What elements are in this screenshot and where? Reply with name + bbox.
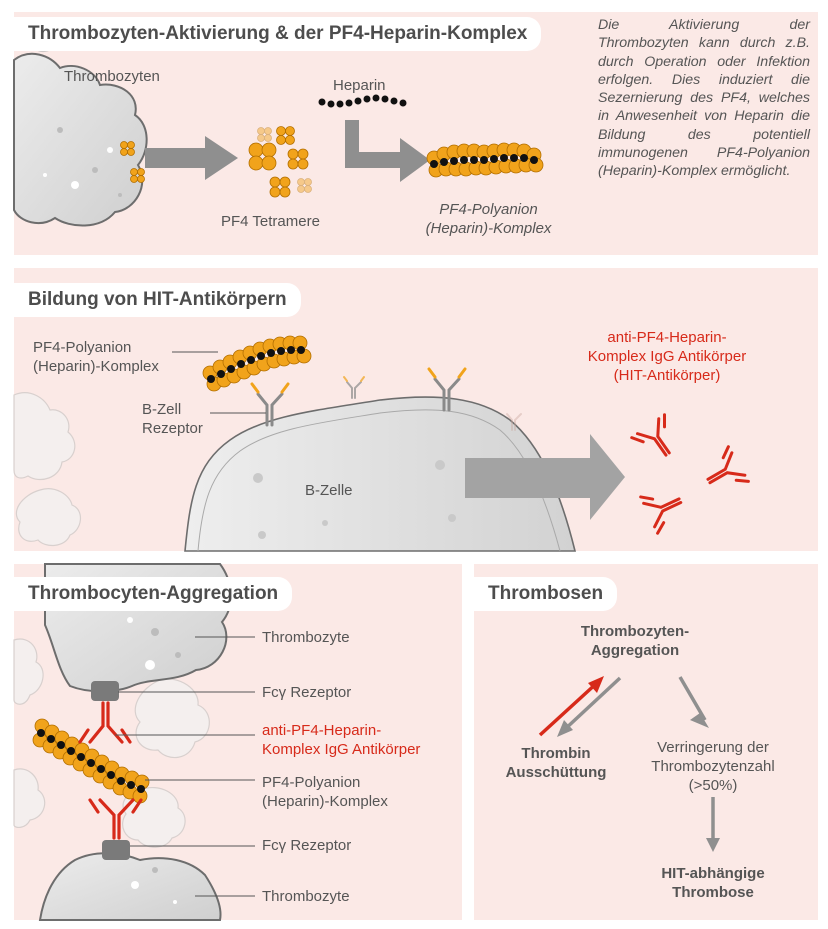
label-complex-p1-line2: (Heparin)-Komplex [425, 220, 552, 237]
panel-activation [14, 12, 818, 255]
label-reduction-line3: (>50%) [688, 777, 738, 794]
panel-thrombosis [474, 564, 818, 920]
label-aggregation-line1: Thrombozyten- [580, 623, 690, 640]
label-hit-thrombose-line1: HIT-abhängige [661, 865, 765, 882]
label-thrombozyte-bottom: Thrombozyte [262, 888, 350, 905]
label-heparin: Heparin [333, 77, 386, 94]
panel2-title: Bildung von HIT-Antikörpern [14, 283, 301, 317]
complex-panel3 [32, 718, 150, 804]
pf4-tetramers [248, 126, 312, 198]
panel1-title: Thrombozyten-Aktivierung & der PF4-Hepar… [14, 17, 542, 51]
fc-receptor-bottom [102, 840, 130, 860]
heparin-chain [318, 94, 407, 108]
platelet-bottom [38, 852, 222, 921]
b-cell-organelles [253, 460, 498, 539]
background-platelets-panel2 [13, 392, 81, 546]
label-reduction-line1: Verringerung der [657, 739, 769, 756]
label-fc-receptor-top: Fcγ Rezeptor [262, 684, 352, 701]
label-thrombin: Thrombin Ausschüttung [496, 744, 616, 782]
panel3-title: Thrombocyten-Aggregation [14, 577, 293, 611]
pf4-heparin-complex [426, 142, 544, 178]
label-aggregation: Thrombozyten- Aggregation [560, 622, 710, 660]
panel1-description: Die Aktivierung der Thrombozyten kann du… [598, 17, 810, 180]
label-hit-antibody-line3: (HIT-Antikörper) [613, 367, 721, 384]
label-aggregation-line2: Aggregation [590, 642, 680, 659]
arrow-antibody-production [465, 434, 625, 520]
label-thrombozyten: Thrombozyten [64, 68, 160, 85]
platelet-bottom-organelles [131, 867, 177, 904]
label-thrombin-line1: Thrombin [521, 745, 591, 762]
label-bcell-receptor: B-Zell Rezeptor [142, 400, 203, 438]
label-pf4-tetramere: PF4 Tetramere [221, 213, 320, 230]
label-complex-p3-line1: PF4-Polyanion [262, 774, 361, 791]
b-cell-receptor-right [427, 367, 467, 412]
free-antibodies [630, 413, 750, 535]
label-bcell-receptor-line2: Rezeptor [142, 420, 203, 437]
label-bcell: B-Zelle [305, 482, 353, 499]
label-complex-p2-line2: (Heparin)-Komplex [33, 358, 159, 375]
label-thrombozyte-top: Thrombozyte [262, 629, 350, 646]
label-reduction-line2: Thrombozytenzahl [651, 758, 775, 775]
pf4-granules-in-cell [120, 141, 145, 183]
label-reduction: Verringerung der Thrombozytenzahl (>50%) [638, 738, 788, 795]
platelet-top-organelles [127, 617, 181, 670]
label-hit-antibody-line1: anti-PF4-Heparin- [607, 329, 727, 346]
thrombosis-arrows [538, 676, 720, 852]
label-antibody-p3: anti-PF4-Heparin- Komplex IgG Antikörper [262, 721, 420, 759]
label-complex-p3-line2: (Heparin)-Komplex [262, 793, 388, 810]
label-bcell-receptor-line1: B-Zell [142, 401, 182, 418]
label-hit-antibody: anti-PF4-Heparin- Komplex IgG Antikörper… [562, 328, 772, 385]
leaders-panel3 [115, 636, 255, 897]
label-complex-p1: PF4-Polyanion (Heparin)-Komplex [416, 200, 561, 238]
label-antibody-p3-line1: anti-PF4-Heparin- [262, 722, 382, 739]
platelet-activated [13, 28, 148, 227]
fc-receptor-top [91, 681, 119, 701]
arrow-complex-formation [345, 120, 430, 182]
b-cell-receptor-main [250, 382, 290, 427]
antibody-bottom [88, 798, 143, 840]
complex-bound-panel2 [202, 335, 312, 392]
label-hit-thrombose: HIT-abhängige Thrombose [638, 864, 788, 902]
label-complex-p1-line1: PF4-Polyanion [439, 201, 538, 218]
label-thrombin-line2: Ausschüttung [505, 764, 607, 781]
arrow-secretion [145, 136, 238, 180]
label-hit-antibody-line2: Komplex IgG Antikörper [587, 348, 747, 365]
antibody-top [78, 701, 132, 744]
label-complex-p3: PF4-Polyanion (Heparin)-Komplex [262, 773, 388, 811]
label-hit-thrombose-line2: Thrombose [672, 884, 754, 901]
label-complex-p2-line1: PF4-Polyanion [33, 339, 132, 356]
label-complex-p2: PF4-Polyanion (Heparin)-Komplex [33, 338, 159, 376]
b-cell-receptor-small [343, 376, 522, 431]
label-antibody-p3-line2: Komplex IgG Antikörper [262, 741, 421, 758]
label-fc-receptor-bottom: Fcγ Rezeptor [262, 837, 352, 854]
panel4-title: Thrombosen [474, 577, 618, 611]
